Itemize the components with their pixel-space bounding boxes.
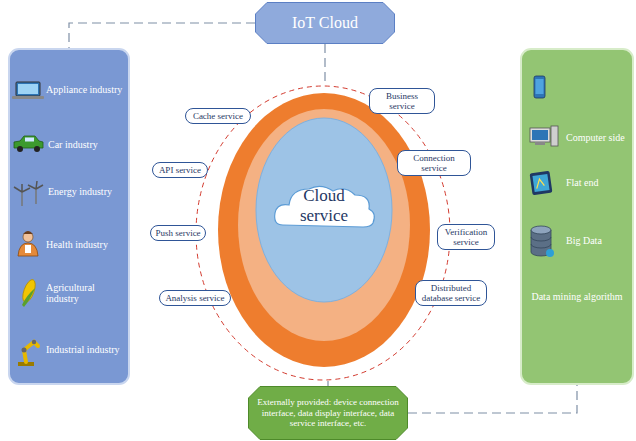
core-title: Cloud service — [281, 186, 367, 225]
terminal-icons — [520, 48, 634, 385]
panel-item-label: Computer side — [566, 132, 625, 144]
panel-item-label: Agricultural industry — [46, 282, 112, 305]
panel-item-label: Car industry — [48, 139, 98, 151]
panel-item-label: Data mining algorithm — [524, 291, 630, 303]
panel-item-label: Energy industry — [48, 186, 112, 198]
panel-item-label: Appliance industry — [46, 84, 122, 96]
service-bubble: Business service — [369, 88, 435, 115]
service-label: Verification service — [442, 227, 490, 248]
industry-icons — [8, 48, 130, 385]
dashed-connector — [408, 385, 577, 413]
service-bubble: Distributed database service — [415, 280, 487, 307]
service-bubble: Cache service — [185, 108, 251, 124]
service-label: Push service — [155, 228, 201, 238]
service-label: API service — [157, 165, 203, 175]
service-label: Cache service — [190, 111, 246, 121]
service-label: Connection service — [402, 153, 466, 174]
service-label: Analysis service — [164, 293, 226, 303]
industry-panel: Appliance industryCar industryEnergy ind… — [8, 48, 130, 385]
dashed-connector — [69, 23, 255, 48]
panel-item-label: Big Data — [566, 235, 602, 247]
cloud-title-box: IoT Cloud — [255, 2, 395, 44]
service-bubble: Connection service — [397, 150, 471, 177]
service-bubble: Analysis service — [159, 290, 231, 306]
panel-item-label: Health industry — [46, 239, 108, 251]
box-label: Externally provided: device connection i… — [256, 397, 400, 428]
box-label: IoT Cloud — [263, 14, 387, 32]
cloud-service-core: Cloud service — [195, 85, 451, 381]
interface-box: Externally provided: device connection i… — [248, 386, 408, 440]
dashed-connector — [327, 381, 328, 386]
service-label: Business service — [374, 91, 430, 112]
terminal-panel: Computer sideFlat endBig DataData mining… — [520, 48, 634, 385]
panel-item-label: Flat end — [566, 177, 599, 189]
service-bubble: API service — [152, 162, 208, 178]
panel-item-label: Industrial industry — [46, 344, 120, 356]
dashed-connector — [324, 44, 325, 85]
service-label: Distributed database service — [420, 283, 482, 304]
node-outline — [520, 48, 634, 385]
service-bubble: Push service — [150, 225, 206, 241]
service-bubble: Verification service — [437, 224, 495, 251]
node-outline — [195, 85, 451, 381]
